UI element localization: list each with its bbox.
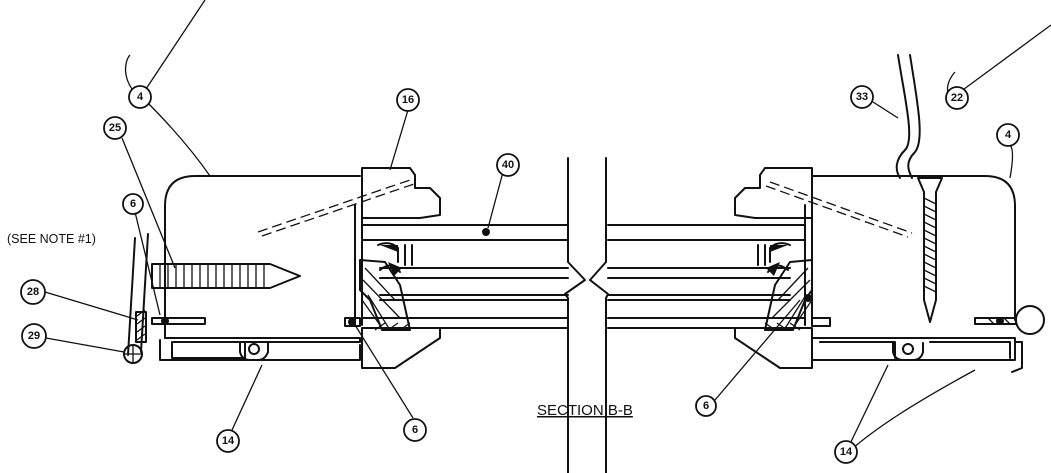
leader-6c (714, 299, 801, 401)
right-frame-block (734, 167, 831, 369)
right-screw (917, 177, 943, 323)
right-housing (804, 175, 1045, 373)
callout-4-right: 4 (996, 123, 1020, 147)
callout-16: 16 (396, 88, 420, 112)
callout-22: 22 (945, 86, 969, 110)
break-lines (564, 157, 609, 473)
leader-40 (487, 171, 504, 229)
svg-text:14: 14 (840, 446, 853, 458)
right-cable (895, 54, 921, 179)
leader-6b (354, 324, 414, 419)
leader-22 (959, 24, 1051, 93)
leader-14a (231, 364, 263, 431)
leader-33 (872, 101, 899, 119)
left-hinge (123, 233, 206, 364)
svg-text:6: 6 (130, 198, 136, 210)
svg-text:6: 6 (412, 424, 418, 436)
left-housing (124, 0, 363, 361)
svg-text:25: 25 (109, 122, 121, 134)
callout-33: 33 (850, 85, 874, 109)
svg-text:4: 4 (137, 91, 144, 103)
callout-6-center: 6 (403, 418, 427, 442)
callout-6: 6 (122, 193, 144, 215)
leader-25 (121, 137, 176, 269)
svg-text:40: 40 (502, 159, 514, 171)
svg-text:28: 28 (27, 286, 39, 298)
svg-text:16: 16 (402, 94, 414, 106)
left-dashed-sight-line (257, 179, 415, 237)
right-dashed-sight-line (765, 181, 913, 238)
callout-25: 25 (103, 116, 127, 140)
note-label: (SEE NOTE #1) (7, 232, 96, 246)
callout-40: 40 (496, 153, 520, 177)
callout-6-right: 6 (695, 395, 717, 417)
svg-text:29: 29 (28, 330, 40, 342)
glass-panel (361, 224, 806, 329)
svg-text:22: 22 (951, 92, 963, 104)
leader-16 (389, 109, 409, 171)
svg-text:6: 6 (703, 400, 709, 412)
callout-28: 28 (20, 279, 46, 305)
svg-text:4: 4 (1005, 129, 1012, 141)
leader-4b (1009, 144, 1014, 179)
leader-28 (44, 291, 139, 321)
callout-4: 4 (128, 85, 152, 109)
leader-6a (134, 211, 161, 316)
callout-14: 14 (216, 429, 240, 453)
callout-29: 29 (21, 323, 47, 349)
svg-text:14: 14 (222, 435, 235, 447)
section-label: SECTION B-B (537, 402, 633, 419)
callout-14-right: 14 (834, 440, 858, 464)
leader-14b (839, 364, 976, 461)
leader-29 (45, 337, 125, 353)
svg-text:33: 33 (856, 91, 868, 103)
